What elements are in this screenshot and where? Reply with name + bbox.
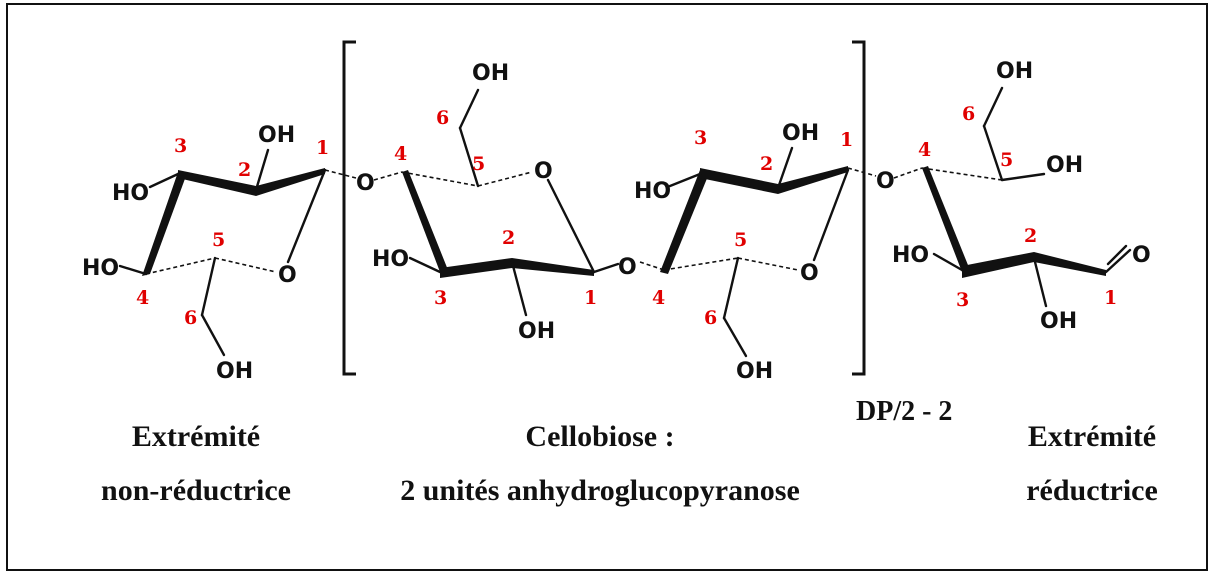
r3-ring-o: O — [800, 261, 819, 286]
r1-ring-o: O — [278, 263, 297, 288]
r3-c6: 6 — [704, 307, 717, 329]
ring-3 — [639, 146, 877, 358]
r2-c4: 4 — [394, 143, 407, 165]
r4-oh-c5: OH — [1046, 153, 1083, 178]
r4-c2: 2 — [1024, 225, 1037, 247]
figure-frame — [6, 3, 1208, 571]
r2-c1: 1 — [584, 287, 597, 309]
r1-c5: 5 — [212, 229, 225, 251]
left-bracket — [342, 40, 356, 376]
glycosidic-o-2: O — [618, 255, 637, 280]
r2-c5: 5 — [472, 153, 485, 175]
r1-oh-c6: OH — [216, 359, 253, 384]
ring-2 — [373, 88, 620, 317]
r3-oh-c2: OH — [782, 121, 819, 146]
r3-c1: 1 — [840, 129, 853, 151]
r4-oh-c6: OH — [996, 59, 1033, 84]
r1-c6: 6 — [184, 307, 197, 329]
r1-ho-c3: HO — [112, 181, 149, 206]
r2-c2: 2 — [502, 227, 515, 249]
r3-oh-c6: OH — [736, 359, 773, 384]
r2-ring-o: O — [534, 159, 553, 184]
caption-center-line2: 2 unités anhydroglucopyranose — [400, 474, 800, 507]
r2-c6: 6 — [436, 107, 449, 129]
r1-c1: 1 — [316, 137, 329, 159]
glycosidic-o-3: O — [876, 169, 895, 194]
caption-right-line1: Extrémité — [1028, 420, 1156, 453]
r3-c3: 3 — [694, 127, 707, 149]
r1-ho-c4: HO — [82, 256, 119, 281]
r3-c2: 2 — [760, 153, 773, 175]
r4-c6: 6 — [962, 103, 975, 125]
r4-c3: 3 — [956, 289, 969, 311]
r4-c1: 1 — [1104, 287, 1117, 309]
r2-oh-c6: OH — [472, 61, 509, 86]
r3-ho-c3: HO — [634, 179, 671, 204]
captions: Extrémité non-réductrice Cellobiose : 2 … — [101, 420, 1158, 507]
r2-oh-c2: OH — [518, 319, 555, 344]
r4-c4: 4 — [918, 139, 931, 161]
r2-ho-c3: HO — [372, 247, 409, 272]
r3-c5: 5 — [734, 229, 747, 251]
r4-aldehyde-o: O — [1132, 243, 1151, 268]
caption-center-line1: Cellobiose : — [525, 420, 674, 453]
r4-c5: 5 — [1000, 149, 1013, 171]
ring-1-non-reducing — [118, 148, 357, 357]
caption-left-line2: non-réductrice — [101, 474, 291, 507]
atom-labels: OH HO HO O OH O OH O HO OH O OH HO O OH … — [82, 59, 1151, 384]
glycosidic-o-1: O — [356, 171, 375, 196]
r1-c4: 4 — [136, 287, 149, 309]
r4-ho-c3: HO — [892, 243, 929, 268]
repeat-unit-label: DP/2 - 2 — [856, 396, 952, 427]
r1-c3: 3 — [174, 135, 187, 157]
carbon-numbering: 1 2 3 4 5 6 4 6 5 2 3 1 3 2 1 5 4 6 4 6 … — [136, 103, 1117, 329]
right-bracket — [852, 40, 866, 376]
caption-left-line1: Extrémité — [132, 420, 260, 453]
ring-4-reducing — [893, 86, 1132, 308]
r4-oh-c2: OH — [1040, 309, 1077, 334]
caption-right-line2: réductrice — [1026, 474, 1158, 507]
r1-oh-c2: OH — [258, 123, 295, 148]
r2-c3: 3 — [434, 287, 447, 309]
r3-c4: 4 — [652, 287, 665, 309]
r1-c2: 2 — [238, 159, 251, 181]
